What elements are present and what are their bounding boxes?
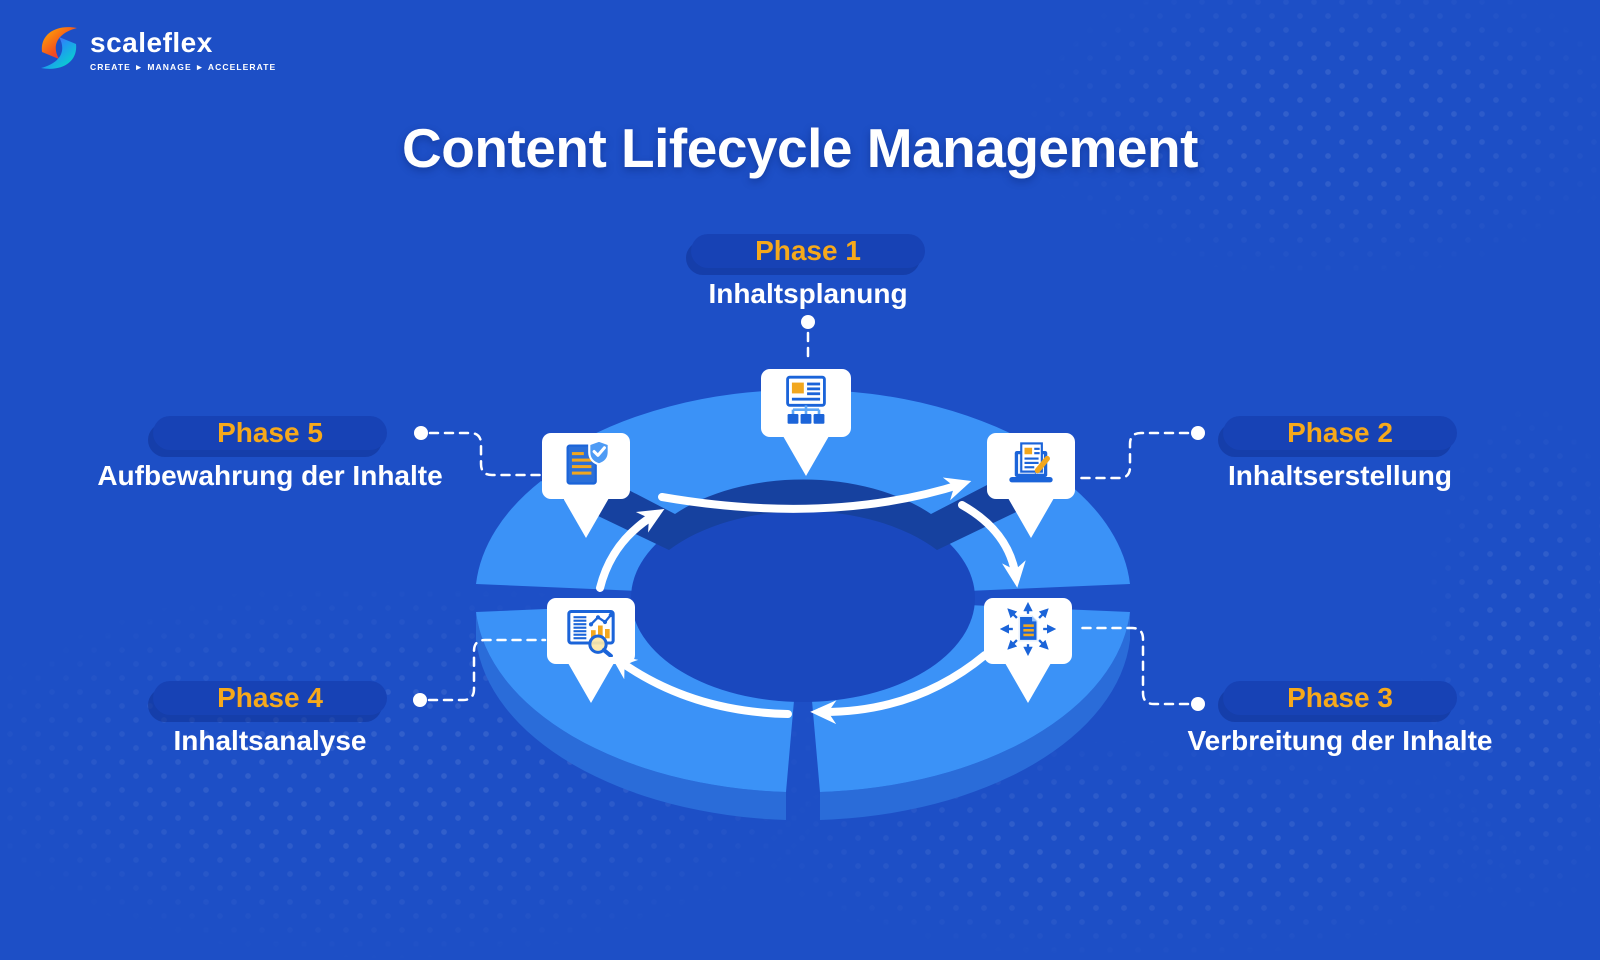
connector-dot-phase-3 (1191, 697, 1205, 711)
phase-3-bubble-pointer (1005, 663, 1051, 703)
ring-side-bottom-left (476, 612, 786, 820)
logo-tagline: CREATE ► MANAGE ► ACCELERATE (90, 62, 277, 72)
phase-1-name: Inhaltsplanung (708, 278, 908, 309)
phase-4-label: Phase 4 (217, 682, 323, 713)
phase-5-name: Aufbewahrung der Inhalte (97, 460, 443, 491)
scaleflex-logo-icon (38, 25, 80, 76)
phase-5-pill: Phase 5 (153, 416, 387, 450)
page-title: Content Lifecycle Management (402, 117, 1198, 179)
phase-2-bubble-box (987, 433, 1075, 499)
connector-dot-phase-5 (414, 426, 428, 440)
connector-phase-3 (1076, 626, 1190, 706)
phase-4-bubble (547, 598, 635, 703)
phase-2-label: Phase 2 (1287, 417, 1393, 448)
flow-arrow-left (596, 509, 665, 592)
connector-phase-5 (428, 431, 542, 477)
phase-5-bubble (542, 433, 630, 538)
phase-3-pill: Phase 3 (1223, 681, 1457, 715)
connector-dot-phase-4 (413, 693, 427, 707)
content-distribution-share-icon (999, 601, 1057, 662)
phase-3-name: Verbreitung der Inhalte (1187, 725, 1493, 756)
phase-4-bubble-pointer (568, 663, 614, 703)
content-retention-shield-document-icon (560, 438, 612, 495)
content-analysis-chart-magnifier-icon (563, 601, 619, 662)
flow-arrow-bottom-right (810, 651, 989, 725)
phase-2-bubble-pointer (1008, 498, 1054, 538)
connector-phase-2 (1075, 431, 1190, 480)
phase-1-bubble-pointer (783, 436, 829, 476)
phase-4-name: Inhaltsanalyse (173, 725, 367, 756)
phase-4-block: Phase 4 Inhaltsanalyse (30, 681, 510, 757)
logo-wordmark: scaleflex (90, 27, 213, 58)
phase-2-bubble (987, 433, 1075, 538)
content-planning-sitemap-icon (780, 375, 832, 432)
phase-1-bubble-box (761, 369, 851, 437)
phase-5-bubble-pointer (563, 498, 609, 538)
phase-3-bubble-box (984, 598, 1072, 664)
phase-1-label: Phase 1 (755, 235, 861, 266)
connector-phase-4 (427, 638, 547, 702)
phase-5-bubble-box (542, 433, 630, 499)
phase-2-block: Phase 2 Inhaltserstellung (1100, 416, 1580, 492)
phase-1-bubble (761, 369, 851, 476)
ring-side-bottom-right (820, 612, 1130, 820)
ring-hole (631, 494, 975, 702)
flow-arrow-top (658, 477, 972, 513)
connector-dot-phase-2 (1191, 426, 1205, 440)
phase-3-label: Phase 3 (1287, 682, 1393, 713)
flow-arrow-bottom-left (610, 654, 792, 718)
phase-4-bubble-box (547, 598, 635, 664)
phase-2-pill: Phase 2 (1223, 416, 1457, 450)
connector-dot-phase-1 (801, 315, 815, 329)
phase-3-block: Phase 3 Verbreitung der Inhalte (1100, 681, 1580, 757)
phase-4-pill: Phase 4 (153, 681, 387, 715)
phase-2-name: Inhaltserstellung (1227, 460, 1453, 491)
phase-1-block: Phase 1 Inhaltsplanung (568, 234, 1048, 310)
content-creation-laptop-pencil-icon (1005, 438, 1057, 495)
phase-3-bubble (984, 598, 1072, 703)
phase-5-block: Phase 5 Aufbewahrung der Inhalte (30, 416, 510, 492)
phase-5-label: Phase 5 (217, 417, 323, 448)
phase-1-pill: Phase 1 (691, 234, 925, 268)
scaleflex-logo: scaleflex CREATE ► MANAGE ► ACCELERATE (38, 25, 276, 76)
flow-arrow-right (958, 501, 1026, 588)
